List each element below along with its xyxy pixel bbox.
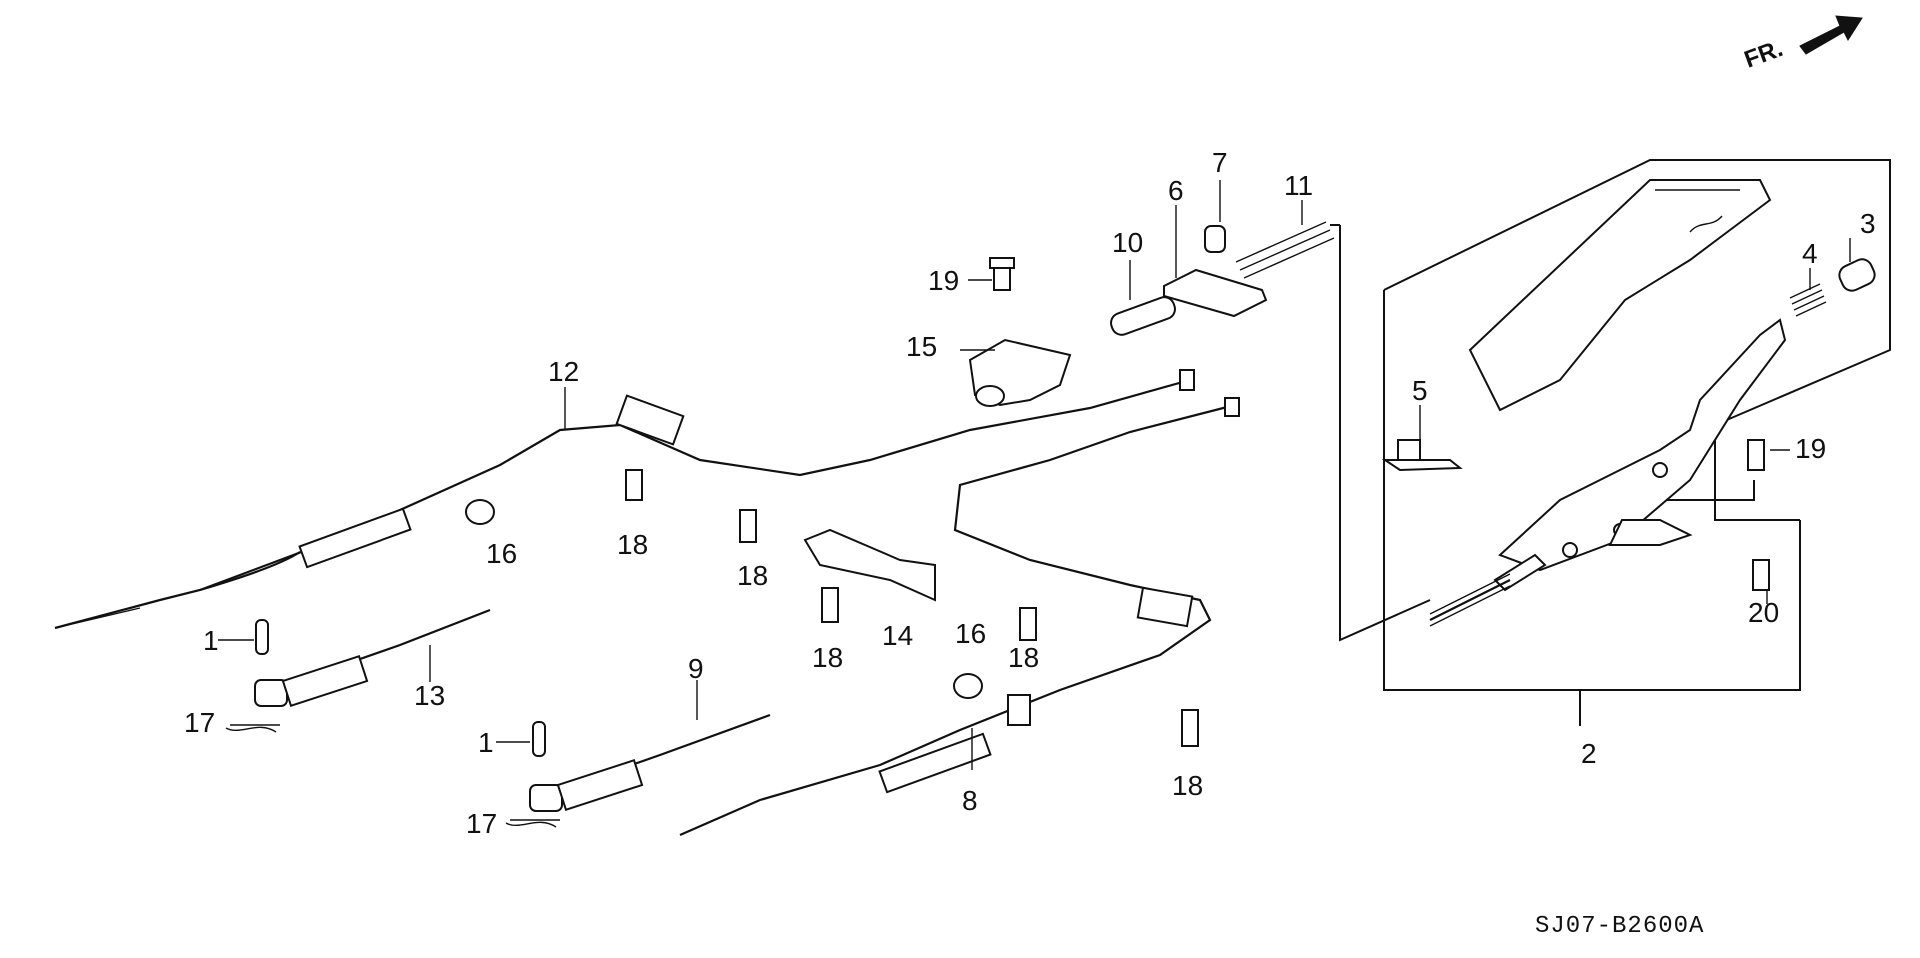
callout-8: 8 [962, 785, 978, 816]
callout-16a: 16 [486, 538, 517, 569]
cable-end-13 [254, 608, 491, 707]
callout-18b: 18 [737, 560, 768, 591]
callout-1b: 1 [478, 727, 494, 758]
callout-1a: 1 [203, 625, 219, 656]
front-direction-label: FR. [1741, 35, 1787, 74]
cable-end-9 [529, 713, 771, 812]
callout-10: 10 [1112, 227, 1143, 258]
assembly-outline [1330, 159, 1891, 726]
callout-19b: 19 [1795, 433, 1826, 464]
equalizer-assembly [1110, 221, 1335, 336]
callout-6: 6 [1168, 175, 1184, 206]
cable-guide-bracket [968, 257, 1072, 407]
front-arrow-icon [1799, 15, 1863, 55]
callout-16b: 16 [955, 618, 986, 649]
callout-20: 20 [1748, 597, 1779, 628]
callout-18e: 18 [1172, 770, 1203, 801]
front-direction-indicator: FR. [1741, 15, 1863, 74]
callout-15: 15 [906, 331, 937, 362]
callout-13: 13 [414, 680, 445, 711]
callout-7: 7 [1212, 147, 1228, 178]
drawing-code: SJ07-B2600A [1535, 913, 1704, 940]
rear-cable-left [54, 369, 1195, 630]
rear-cable-right [679, 397, 1240, 837]
clevis-pins-and-clips [225, 619, 560, 828]
callout-12: 12 [548, 356, 579, 387]
callout-14: 14 [882, 620, 913, 651]
lever-rod-thread [1429, 573, 1511, 627]
callout-9: 9 [688, 653, 704, 684]
callout-18d: 18 [1008, 642, 1039, 673]
callout-17a: 17 [184, 707, 215, 738]
leader-lines [218, 180, 1851, 770]
callout-3: 3 [1860, 208, 1876, 239]
parking-brake-lever [1468, 179, 1787, 592]
lever-rod [1429, 579, 1511, 621]
fasteners [465, 439, 1770, 747]
callout-5: 5 [1412, 375, 1428, 406]
callout-17b: 17 [466, 808, 497, 839]
callout-18c: 18 [812, 642, 843, 673]
callout-11: 11 [1284, 170, 1313, 201]
callout-18a: 18 [617, 529, 648, 560]
cable-bracket-14 [803, 528, 936, 602]
callout-19a: 19 [928, 265, 959, 296]
callout-4: 4 [1802, 238, 1818, 269]
lever-grip-and-spring [1789, 258, 1876, 317]
parking-brake-switch [1381, 439, 1463, 472]
callout-labels: 1 1 2 3 4 5 6 7 8 9 10 11 12 13 14 15 16… [184, 147, 1876, 839]
callout-2: 2 [1581, 738, 1597, 769]
